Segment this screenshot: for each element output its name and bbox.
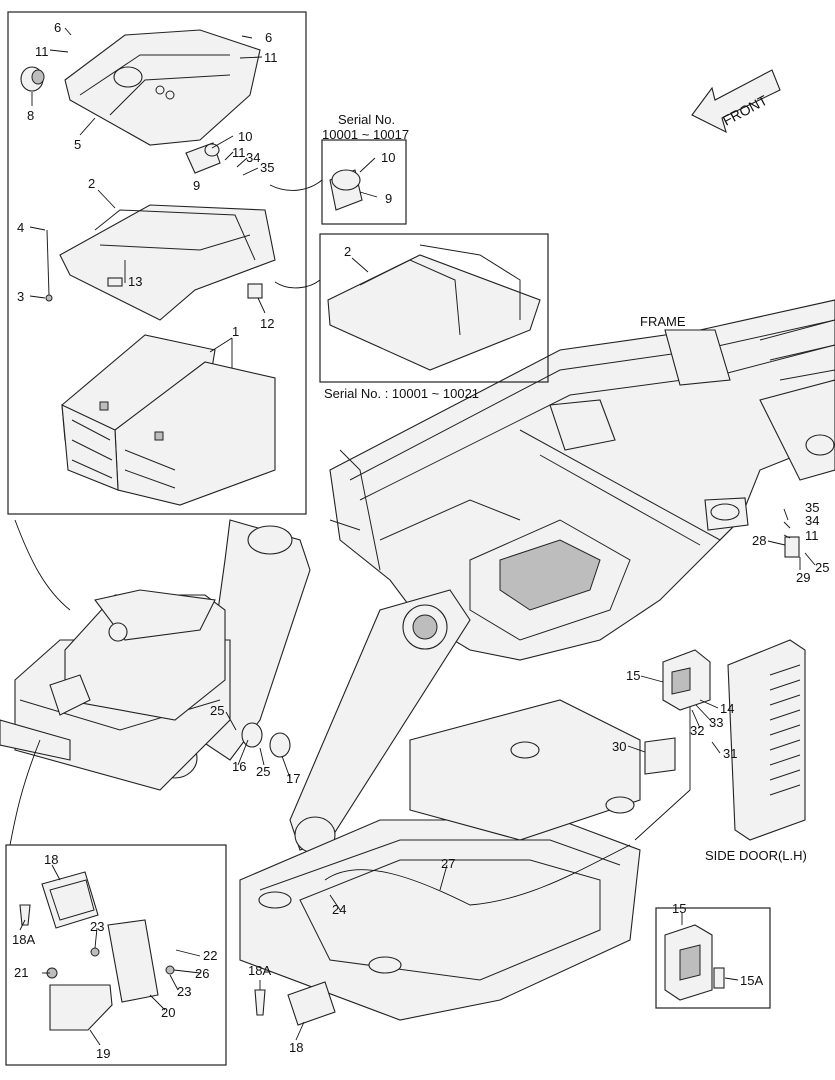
frame-label: FRAME bbox=[640, 314, 686, 329]
callout-4: 4 bbox=[17, 220, 24, 235]
callout-33: 33 bbox=[709, 715, 723, 730]
callout-6a: 6 bbox=[54, 20, 61, 35]
callout-14: 14 bbox=[720, 701, 734, 716]
callout-35b: 35 bbox=[805, 500, 819, 515]
work-lamp-18b bbox=[287, 981, 336, 1026]
tray bbox=[59, 204, 276, 321]
inset-callout-2: 2 bbox=[344, 244, 351, 259]
callout-28: 28 bbox=[752, 533, 766, 548]
callout-10: 10 bbox=[238, 129, 252, 144]
relay bbox=[185, 142, 221, 174]
callout-13: 13 bbox=[128, 274, 142, 289]
callout-34b: 34 bbox=[805, 513, 819, 528]
callout-27: 27 bbox=[441, 856, 455, 871]
inset-callout-9: 9 bbox=[385, 191, 392, 206]
fuel-cap bbox=[20, 66, 45, 92]
callout-11c: 11 bbox=[232, 145, 246, 160]
callout-30: 30 bbox=[612, 739, 626, 754]
callout-2: 2 bbox=[88, 176, 95, 191]
callout-23b: 23 bbox=[177, 984, 191, 999]
callout-11d: 11 bbox=[805, 528, 819, 543]
inset-callout-10: 10 bbox=[381, 150, 395, 165]
callout-24: 24 bbox=[332, 902, 346, 917]
callout-32: 32 bbox=[690, 723, 704, 738]
callout-15b: 15 bbox=[672, 901, 686, 916]
callout-23a: 23 bbox=[90, 919, 104, 934]
serial-top-line2: 10001 ~ 10017 bbox=[322, 127, 409, 142]
washer-tank bbox=[664, 924, 725, 1001]
callout-15A: 15A bbox=[740, 973, 763, 988]
front-arrow: FRONT bbox=[691, 69, 781, 134]
callout-18A-b: 18A bbox=[248, 963, 271, 978]
callout-16: 16 bbox=[232, 759, 246, 774]
callout-3: 3 bbox=[17, 289, 24, 304]
inset-serial-10021 bbox=[319, 233, 549, 383]
callout-18A-a: 18A bbox=[12, 932, 35, 947]
leader-lines bbox=[19, 27, 816, 1046]
callout-19: 19 bbox=[96, 1046, 110, 1061]
callout-25a: 25 bbox=[815, 560, 829, 575]
callout-18b: 18 bbox=[289, 1040, 303, 1055]
callout-29: 29 bbox=[796, 570, 810, 585]
detail-box-tank bbox=[655, 907, 771, 1009]
batteries bbox=[61, 334, 276, 506]
callout-18a: 18 bbox=[44, 852, 58, 867]
callout-20: 20 bbox=[161, 1005, 175, 1020]
callout-25c: 25 bbox=[256, 764, 270, 779]
serial-bottom-label: Serial No. : 10001 ~ 10021 bbox=[324, 386, 479, 401]
work-lamp-18 bbox=[41, 871, 99, 929]
callout-11b: 11 bbox=[264, 50, 278, 65]
detail-box-worklamp bbox=[5, 844, 227, 1066]
callout-35a: 35 bbox=[260, 160, 274, 175]
callout-6b: 6 bbox=[265, 30, 272, 45]
callout-9: 9 bbox=[193, 178, 200, 193]
callout-25b: 25 bbox=[210, 703, 224, 718]
callout-26: 26 bbox=[195, 966, 209, 981]
callout-12: 12 bbox=[260, 316, 274, 331]
side-door-label: SIDE DOOR(L.H) bbox=[705, 848, 807, 863]
callout-8: 8 bbox=[27, 108, 34, 123]
inset-serial-10017 bbox=[321, 139, 407, 225]
callout-15: 15 bbox=[626, 668, 640, 683]
serial-top-line1: Serial No. bbox=[338, 112, 395, 127]
callout-31: 31 bbox=[723, 746, 737, 761]
callout-5: 5 bbox=[74, 137, 81, 152]
battery-cover bbox=[64, 29, 261, 146]
detail-box-battery bbox=[7, 11, 307, 515]
callout-labels: 6 11 6 11 8 5 10 11 34 35 9 2 4 3 13 12 … bbox=[12, 20, 829, 1061]
callout-1: 1 bbox=[232, 324, 239, 339]
callout-11a: 11 bbox=[35, 44, 49, 59]
callout-22: 22 bbox=[203, 948, 217, 963]
callout-34a: 34 bbox=[246, 150, 260, 165]
frame-assembly bbox=[0, 299, 835, 1021]
callout-21: 21 bbox=[14, 965, 28, 980]
callout-17: 17 bbox=[286, 771, 300, 786]
